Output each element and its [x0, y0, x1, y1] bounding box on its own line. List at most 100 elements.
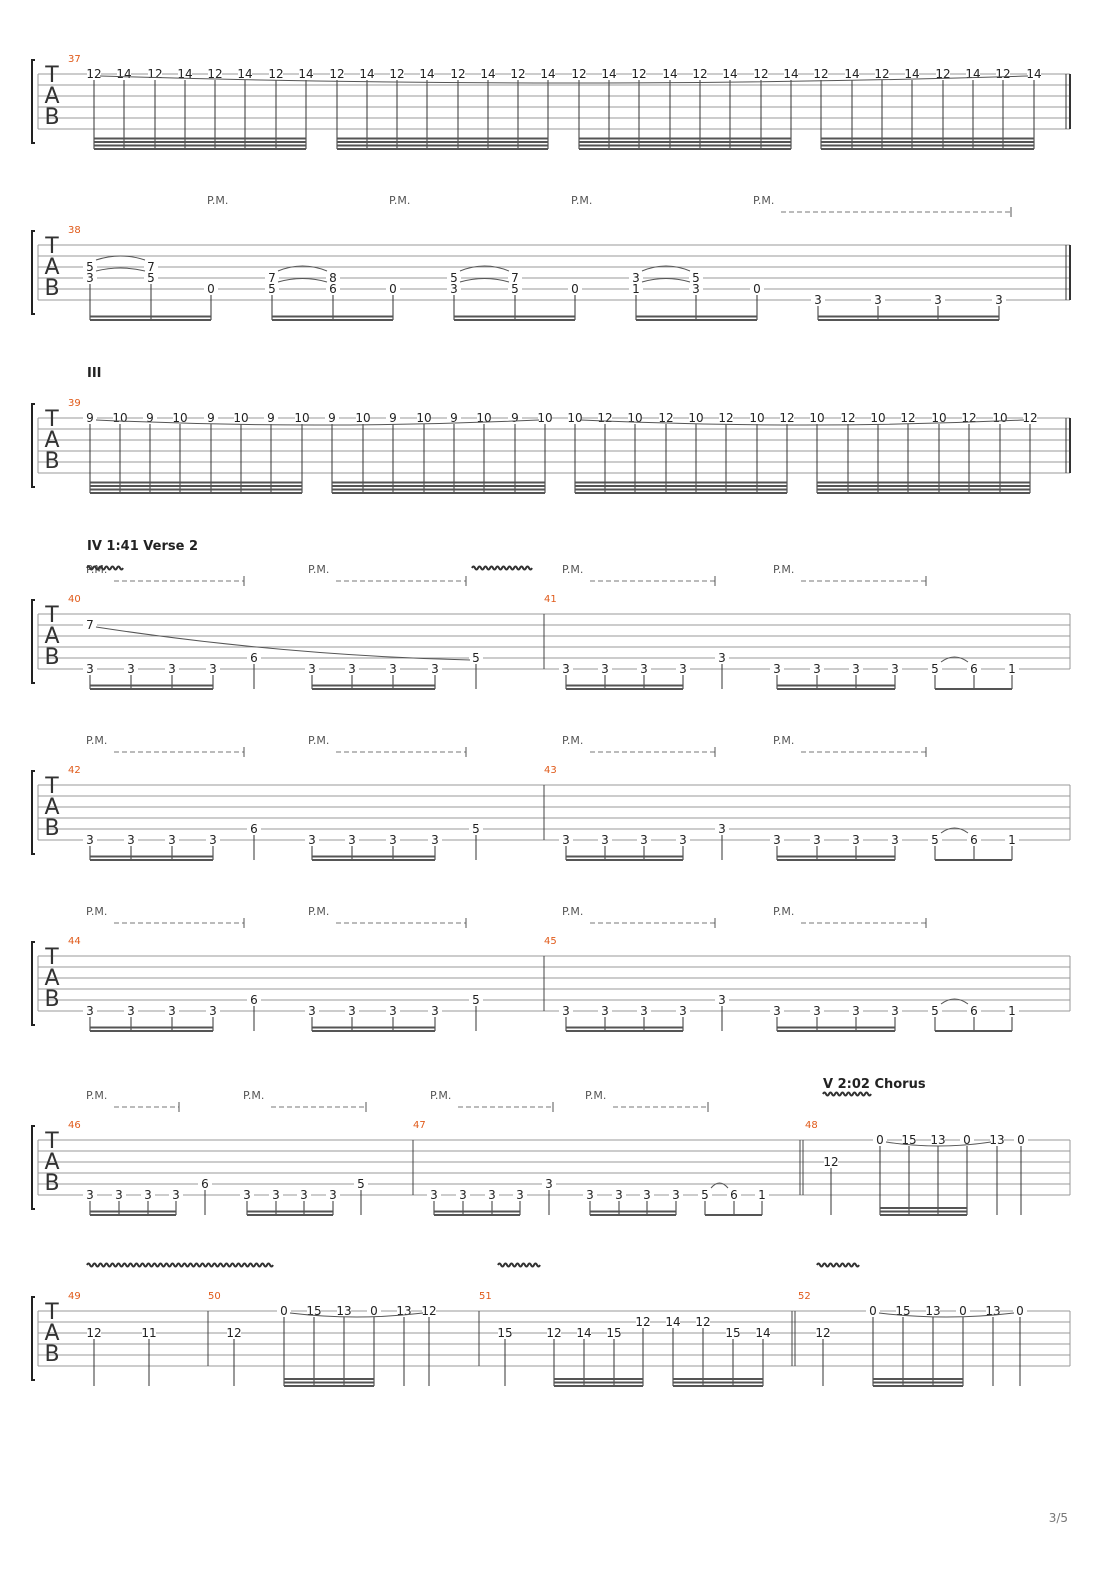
fret-bg: [87, 1327, 101, 1339]
fret-bg: [397, 1305, 411, 1317]
fret-number: 3: [389, 1004, 397, 1018]
fret-bg: [305, 1005, 319, 1017]
fret-number: 3: [813, 662, 821, 676]
fret-bg: [451, 68, 465, 80]
fret-number: 5: [268, 282, 276, 296]
fret-number: 12: [421, 1304, 436, 1318]
fret-number: 13: [930, 1133, 945, 1147]
fret-bg: [905, 68, 919, 80]
tab-clef-letter: A: [44, 1150, 59, 1175]
fret-number: 3: [852, 1004, 860, 1018]
fret-number: 5: [357, 1177, 365, 1191]
fret-number: 3: [430, 1188, 438, 1202]
fret-number: 13: [336, 1304, 351, 1318]
fret-number: 3: [86, 833, 94, 847]
fret-number: 5: [472, 651, 480, 665]
fret-number: 15: [895, 1304, 910, 1318]
fret-bg: [636, 1316, 650, 1328]
fret-number: 3: [127, 662, 135, 676]
fret-number: 3: [168, 833, 176, 847]
fret-bg: [456, 1189, 470, 1201]
fret-number: 14: [904, 67, 919, 81]
fret-bg: [780, 412, 794, 424]
system-bracket: [31, 941, 35, 1026]
fret-number: 3: [934, 293, 942, 307]
palm-mute-label: P.M.: [562, 563, 583, 576]
fret-bg: [485, 1189, 499, 1201]
fret-bg: [719, 412, 733, 424]
fret-bg: [269, 1189, 283, 1201]
slur: [878, 1312, 1015, 1318]
fret-bg: [297, 1189, 311, 1201]
tab-clef-letter: A: [44, 84, 59, 109]
fret-bg: [354, 1178, 368, 1190]
fret-bg: [663, 68, 677, 80]
fret-bg: [469, 652, 483, 664]
fret-bg: [247, 994, 261, 1006]
fret-number: 1: [632, 282, 640, 296]
fret-bg: [345, 1005, 359, 1017]
system-bracket: [31, 770, 35, 855]
fret-bg: [173, 412, 187, 424]
fret-bg: [83, 663, 97, 675]
fret-number: 10: [476, 411, 491, 425]
fret-number: 10: [294, 411, 309, 425]
fret-bg: [866, 1305, 880, 1317]
fret-bg: [386, 283, 400, 295]
fret-number: 9: [511, 411, 519, 425]
fret-bg: [726, 1327, 740, 1339]
measure-number: 48: [805, 1120, 818, 1131]
fret-number: 8: [329, 271, 337, 285]
fret-bg: [723, 68, 737, 80]
fret-number: 3: [389, 833, 397, 847]
fret-number: 5: [472, 822, 480, 836]
fret-bg: [83, 619, 97, 631]
fret-bg: [428, 1005, 442, 1017]
fret-number: 7: [511, 271, 519, 285]
fret-number: 0: [280, 1304, 288, 1318]
palm-mute-label: P.M.: [308, 734, 329, 747]
fret-bg: [814, 68, 828, 80]
fret-bg: [305, 834, 319, 846]
fret-number: 13: [925, 1304, 940, 1318]
measure-number: 40: [68, 594, 81, 605]
fret-bg: [326, 283, 340, 295]
fret-number: 3: [168, 662, 176, 676]
fret-bg: [427, 1189, 441, 1201]
fret-number: 3: [640, 833, 648, 847]
fret-bg: [1013, 1305, 1027, 1317]
fret-bg: [637, 663, 651, 675]
fret-bg: [992, 294, 1006, 306]
fret-number: 5: [931, 1004, 939, 1018]
fret-bg: [178, 68, 192, 80]
fret-number: 14: [237, 67, 252, 81]
fret-bg: [811, 294, 825, 306]
fret-bg: [990, 1134, 1004, 1146]
fret-bg: [240, 1189, 254, 1201]
tab-clef-letter: B: [44, 449, 59, 474]
fret-number: 10: [870, 411, 885, 425]
fret-number: 12: [268, 67, 283, 81]
fret-number: 12: [823, 1155, 838, 1169]
fret-number: 3: [718, 993, 726, 1007]
fret-number: 0: [753, 282, 761, 296]
tab-clef-letter: T: [44, 774, 59, 799]
tab-clef-letter: T: [44, 407, 59, 432]
system-bracket: [31, 403, 35, 488]
tab-clef-letter: T: [44, 234, 59, 259]
fret-number: 14: [298, 67, 313, 81]
fret-bg: [326, 272, 340, 284]
fret-bg: [715, 994, 729, 1006]
fret-bg: [871, 412, 885, 424]
fret-bg: [83, 1005, 97, 1017]
measure-number: 46: [68, 1120, 81, 1131]
fret-bg: [124, 834, 138, 846]
fret-bg: [849, 1005, 863, 1017]
fret-bg: [360, 68, 374, 80]
fret-bg: [326, 1189, 340, 1201]
fret-bg: [875, 68, 889, 80]
fret-bg: [689, 412, 703, 424]
fret-bg: [931, 1134, 945, 1146]
tab-clef-letter: A: [44, 428, 59, 453]
